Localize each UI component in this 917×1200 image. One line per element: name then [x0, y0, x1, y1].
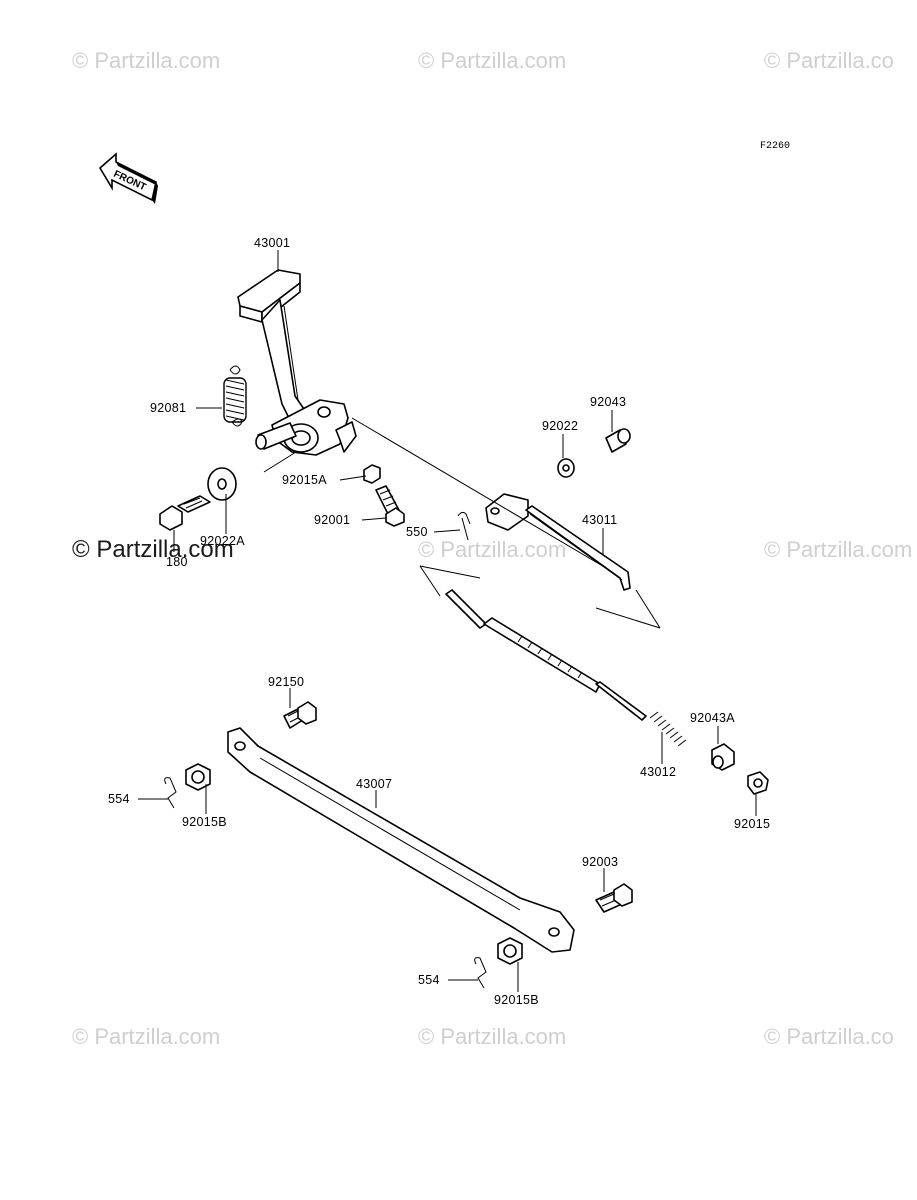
link-bar-43007: [227, 727, 575, 953]
label-43001: 43001: [254, 236, 290, 250]
diagram-code: F2260: [760, 141, 790, 152]
brake-pedal: [237, 269, 357, 456]
watermark-bottom-right: © Partzilla.co: [764, 1024, 894, 1049]
threaded-rod-43012: [445, 589, 687, 747]
nut-92043a: [711, 743, 735, 771]
watermark-mid-left: © Partzilla.com: [72, 536, 234, 563]
nut-92015a: [363, 464, 381, 484]
bolt-92003: [595, 883, 633, 913]
label-554-top: 554: [108, 792, 130, 806]
clip-554-top: [164, 777, 177, 809]
label-92043a: 92043A: [690, 711, 735, 725]
label-92003: 92003: [582, 855, 618, 869]
label-92015b-top: 92015B: [182, 815, 227, 829]
watermark-top-right: © Partzilla.co: [764, 48, 894, 73]
watermark-top-left: © Partzilla.com: [72, 48, 220, 73]
label-43012: 43012: [640, 765, 676, 779]
label-92015b-bottom: 92015B: [494, 993, 539, 1007]
label-92015: 92015: [734, 817, 770, 831]
label-554-bottom: 554: [418, 973, 440, 987]
label-92150: 92150: [268, 675, 304, 689]
bolt-180: [159, 495, 211, 531]
watermark-mid-center: © Partzilla.com: [418, 537, 566, 562]
label-180: 180: [166, 555, 188, 569]
label-92022: 92022: [542, 419, 578, 433]
label-92015a: 92015A: [282, 473, 327, 487]
return-spring: [223, 365, 247, 427]
nut-92015: [747, 771, 769, 795]
label-550: 550: [406, 525, 428, 539]
label-43011: 43011: [582, 513, 617, 527]
front-arrow-icon: FRONT: [98, 152, 158, 204]
label-43007: 43007: [356, 777, 392, 791]
bolt-92150: [283, 701, 317, 729]
pin-92043: [605, 428, 631, 453]
washer-92022a: [207, 467, 237, 501]
label-92022a: 92022A: [200, 534, 245, 548]
label-92001: 92001: [314, 513, 350, 527]
clip-554-bottom: [474, 957, 487, 989]
cotter-pin-550: [457, 511, 471, 541]
watermark-bottom-left: © Partzilla.com: [72, 1024, 220, 1049]
watermark-top-center: © Partzilla.com: [418, 48, 566, 73]
leader-lines: [138, 250, 757, 992]
bolt-92001: [375, 485, 405, 527]
watermark-bottom-center: © Partzilla.com: [418, 1024, 566, 1049]
break-line: [419, 565, 661, 629]
nut-92015b-top: [185, 763, 211, 791]
nut-92015b-bottom: [497, 937, 523, 965]
label-92081: 92081: [150, 401, 186, 415]
washer-92022: [557, 458, 575, 478]
label-92043: 92043: [590, 395, 626, 409]
watermark-mid-right: © Partzilla.com: [764, 537, 912, 562]
